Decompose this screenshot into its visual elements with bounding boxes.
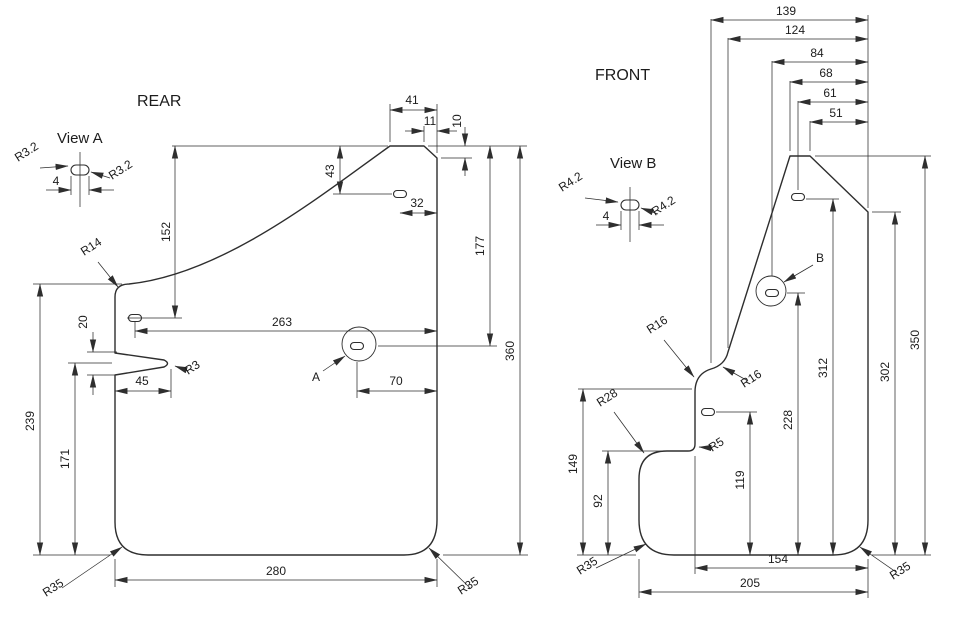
front-leader-lines [595,264,897,573]
front-lower-slot [700,407,716,417]
front-slot-b [764,288,780,298]
rear-extension-lines [33,104,528,587]
dim-rear-41: 41 [405,93,419,107]
dim-rear-171: 171 [58,449,72,469]
dim-front-51: 51 [829,106,843,120]
label-a: A [312,370,320,384]
radius-rear-r14: R14 [78,235,104,259]
rear-slot-a [349,341,365,351]
view-b-detail: View B R4.2 R4.2 4 [556,155,678,242]
dim-rear-152: 152 [159,222,173,242]
radius-rear-r3: R3 [182,357,203,377]
radius-front-r16-upper: R16 [644,313,670,337]
dim-view-a-4: 4 [53,174,60,188]
dim-rear-45: 45 [135,374,149,388]
dim-front-92: 92 [591,494,605,508]
dim-front-154: 154 [768,552,788,566]
view-b-title: View B [610,155,656,172]
view-b-leader-left [584,197,619,204]
label-b: B [816,251,824,265]
dim-front-350: 350 [908,330,922,350]
front-view: FRONT 139 124 84 68 61 51 350 302 312 22… [566,4,931,598]
view-a-title: View A [57,130,103,147]
view-a-leader-left [39,163,69,171]
dim-rear-263: 263 [272,315,292,329]
radius-view-b-left: R4.2 [556,169,585,195]
dim-view-b-4: 4 [603,209,610,223]
dim-rear-20: 20 [76,315,90,329]
radius-front-r16-lower: R16 [738,367,764,391]
front-outline [638,155,869,556]
dim-rear-11: 11 [424,114,437,128]
front-dimension-lines [579,16,929,596]
radius-view-a-left: R3.2 [12,139,41,165]
detail-a-circle [341,326,377,362]
radius-rear-r35-left: R35 [40,576,66,600]
radius-front-r35-right: R35 [887,559,913,583]
dim-front-149: 149 [566,454,580,474]
dim-rear-360: 360 [503,341,517,361]
dim-front-205: 205 [740,576,760,590]
rear-outline [114,145,438,556]
rear-top-slot [392,189,408,199]
dim-rear-177: 177 [473,236,487,256]
dim-front-61: 61 [823,86,837,100]
rear-view-title: REAR [137,93,181,110]
radius-front-r5: R5 [706,434,727,454]
radius-front-r35-left: R35 [574,554,600,578]
dim-front-302: 302 [878,362,892,382]
dim-rear-43: 43 [323,164,337,178]
view-a-leader-right [90,171,111,179]
radius-view-b-right: R4.2 [649,193,678,219]
rear-leader-lines [61,261,471,589]
dim-front-119: 119 [733,470,747,489]
dim-rear-32: 32 [410,196,424,210]
rear-dimension-lines [36,106,524,584]
dim-front-139: 139 [776,4,796,18]
view-b-leader-right [640,207,659,216]
dim-front-68: 68 [819,66,833,80]
radius-view-a-right: R3.2 [106,157,135,183]
dim-front-228: 228 [781,410,795,430]
dim-rear-280: 280 [266,564,286,578]
dim-rear-10: 10 [450,114,464,128]
dim-rear-70: 70 [389,374,403,388]
front-view-title: FRONT [595,67,650,84]
front-top-slot [790,192,806,202]
view-a-detail: View A R3.2 R3.2 4 [12,130,135,207]
front-extension-lines [577,15,931,598]
rear-view: REAR 41 11 10 43 32 152 177 360 263 20 4… [23,93,528,600]
dim-rear-239: 239 [23,411,37,431]
dim-front-84: 84 [810,46,824,60]
dim-front-312: 312 [816,358,830,378]
dim-front-124: 124 [785,23,805,37]
detail-b-circle [755,275,787,307]
